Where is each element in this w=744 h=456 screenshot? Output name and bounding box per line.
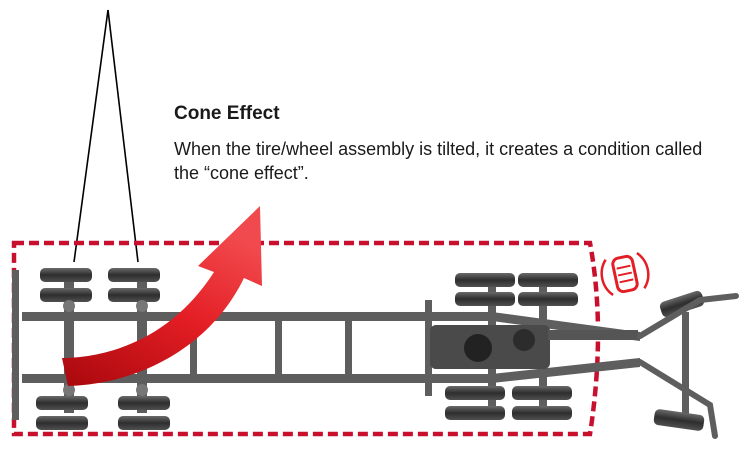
rear-left-top-tires [40,268,160,302]
dashed-highlight-outline [11,240,601,437]
caption-title: Cone Effect [174,103,280,124]
wheel-hubs [63,300,148,396]
frame-rail-top [22,312,492,321]
cross-member [190,312,197,383]
drivetrain [430,325,638,369]
end-bumper [12,270,19,420]
tilt-rotation-icon [600,252,650,296]
frame-taper-bottom [492,358,640,383]
caption-body: When the tire/wheel assembly is tilted, … [174,139,703,183]
rear-left-bottom-tires [36,396,170,430]
frame-rail-bottom [22,374,492,383]
tires [36,268,705,431]
steer-tires [653,290,705,431]
steer-axle [682,312,689,416]
cross-member [425,300,432,396]
pointer-lines [73,9,139,263]
drive-top-tires [455,273,578,306]
rear-axle-1 [64,275,74,413]
drive-bottom-tires [445,386,572,420]
cross-member [345,312,352,383]
curved-arrow-icon [62,206,262,386]
cross-member [275,312,282,383]
steering-linkage [637,293,739,439]
